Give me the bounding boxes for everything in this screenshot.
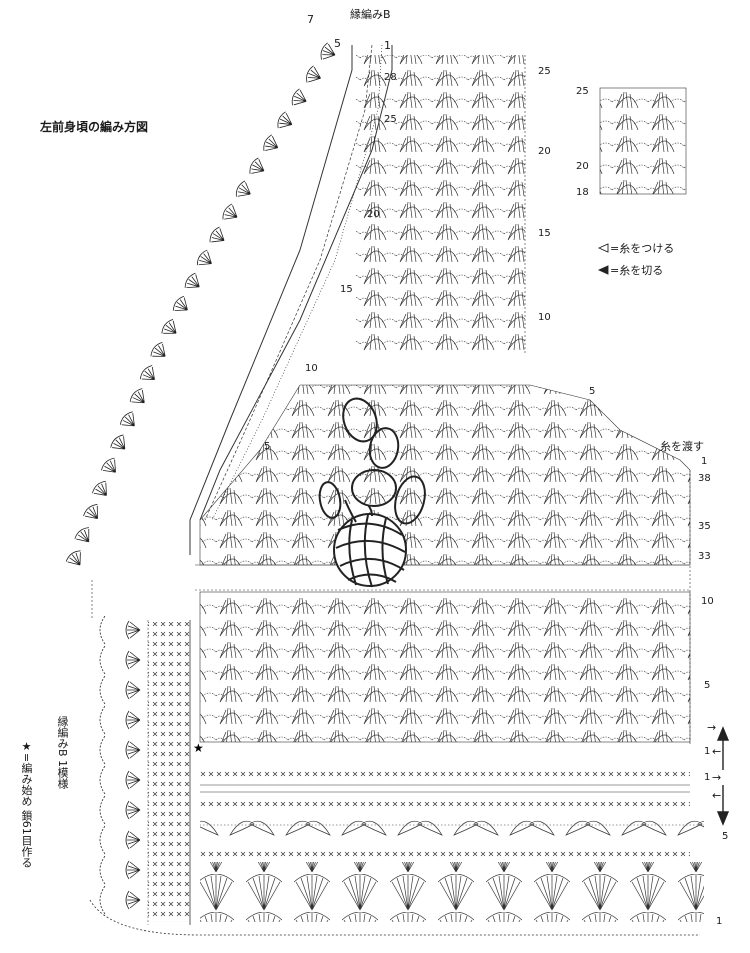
- strap-row-25: 25: [538, 66, 551, 77]
- side-scallop-fan: [125, 890, 141, 910]
- border-label-top: 縁編みB: [350, 8, 391, 21]
- border-label-side: 縁編みB 1模様: [56, 716, 69, 790]
- scallop-fan: [246, 156, 269, 180]
- carry-yarn-label: 糸を渡す: [660, 440, 704, 453]
- scallop-fan: [148, 340, 172, 364]
- body-row-1: 1: [704, 746, 711, 757]
- legend-symbols: [597, 243, 609, 275]
- side-scallop-fan: [125, 830, 141, 850]
- inner-row-15: 15: [340, 284, 353, 295]
- side-scallop-fan: [125, 680, 141, 700]
- scallop-fan: [303, 64, 325, 87]
- scallop-fan: [182, 271, 205, 295]
- scallop-fan: [127, 386, 151, 410]
- inner-row-25: 25: [384, 114, 397, 125]
- body-row-38: 38: [698, 473, 711, 484]
- side-chain-arc: [99, 615, 106, 645]
- arrow-left-2: ←: [712, 789, 722, 802]
- inner-row-10: 10: [305, 363, 318, 374]
- strap-section: [355, 55, 526, 355]
- start-note: ★=編み始め 鎖61目作る: [20, 740, 33, 868]
- upper-body: [199, 384, 691, 566]
- body-row-35: 35: [698, 521, 711, 532]
- side-scallop-fan: [125, 650, 141, 670]
- inner-row-20: 20: [367, 209, 380, 220]
- scallop-fan: [63, 548, 88, 571]
- top-number-5: 5: [334, 37, 341, 50]
- side-chain-arc: [99, 855, 106, 885]
- arrow-right-2: →: [712, 771, 722, 784]
- bottom-edge: [89, 899, 700, 936]
- scallop-fan: [233, 179, 256, 203]
- side-scallop-fan: [125, 740, 141, 760]
- scallop-fan: [194, 248, 217, 272]
- inset-row-18: 18: [576, 187, 589, 198]
- inner-row-28: 28: [384, 72, 397, 83]
- arrow-left-1: ←: [712, 745, 722, 758]
- scallop-fan: [117, 409, 142, 433]
- armhole-row-5b: 5: [264, 441, 271, 452]
- inset-row-20: 20: [576, 161, 589, 172]
- band-x-rows: [200, 768, 690, 858]
- side-chain-arc: [99, 765, 106, 795]
- inset-sample: [599, 87, 687, 195]
- top-number-7: 7: [307, 13, 314, 26]
- strap-row-10: 10: [538, 312, 551, 323]
- top-number-1: 1: [384, 39, 391, 52]
- scallop-fan: [159, 317, 183, 341]
- side-chain-arc: [99, 885, 106, 915]
- armhole-row-1: 1: [701, 456, 708, 467]
- side-scallop-fan: [125, 770, 141, 790]
- scallop-fan: [99, 455, 123, 479]
- lower-body: [199, 591, 691, 743]
- scallop-fan: [108, 432, 132, 456]
- yarn-ball-illustration: [318, 397, 426, 588]
- legend-attach-text: =糸をつける: [610, 242, 675, 255]
- armhole-row-5a: 5: [589, 386, 596, 397]
- body-row-10: 10: [701, 596, 714, 607]
- side-scallop-fan: [125, 620, 141, 640]
- band-row-1: 1: [704, 772, 711, 783]
- strap-row-15: 15: [538, 228, 551, 239]
- side-scallop-fan: [125, 800, 141, 820]
- scallop-fan: [220, 202, 243, 226]
- leaf-band: [200, 812, 704, 844]
- scallop-fan: [137, 363, 161, 387]
- side-chain-arc: [99, 825, 106, 855]
- scallop-fan: [260, 133, 283, 157]
- side-chain-arc: [99, 705, 106, 735]
- inset-row-25: 25: [576, 86, 589, 97]
- band-row-5: 5: [722, 831, 729, 842]
- legend-cut-text: =糸を切る: [610, 264, 664, 277]
- side-scallop-fan: [125, 860, 141, 880]
- strap-row-20: 20: [538, 146, 551, 157]
- side-chain-arc: [99, 675, 106, 705]
- start-star-icon: ★: [193, 741, 204, 755]
- diagram-title: 左前身頃の編み方図: [40, 120, 149, 134]
- direction-arrows: [716, 726, 730, 826]
- attach-yarn-icon: [597, 243, 609, 253]
- scallop-fan: [207, 225, 230, 249]
- side-chain-arc: [99, 645, 106, 675]
- left-side-scallops: [99, 615, 141, 915]
- scallop-fan: [72, 524, 97, 548]
- side-chain-arc: [99, 795, 106, 825]
- bottom-fan-edging: [200, 862, 704, 922]
- arrow-right-1: →: [707, 721, 717, 734]
- left-border: [147, 620, 191, 925]
- side-chain-arc: [99, 735, 106, 765]
- cut-yarn-icon: [597, 265, 609, 275]
- body-row-5: 5: [704, 680, 711, 691]
- neckline-border: [189, 44, 393, 555]
- scallop-fan: [275, 110, 297, 134]
- scallop-fan: [170, 294, 194, 318]
- scallop-fan: [289, 87, 311, 111]
- scallop-fan: [81, 501, 105, 525]
- scallop-fan: [90, 478, 114, 502]
- body-row-33: 33: [698, 551, 711, 562]
- side-scallop-fan: [125, 710, 141, 730]
- band-row-11: 1: [716, 916, 723, 927]
